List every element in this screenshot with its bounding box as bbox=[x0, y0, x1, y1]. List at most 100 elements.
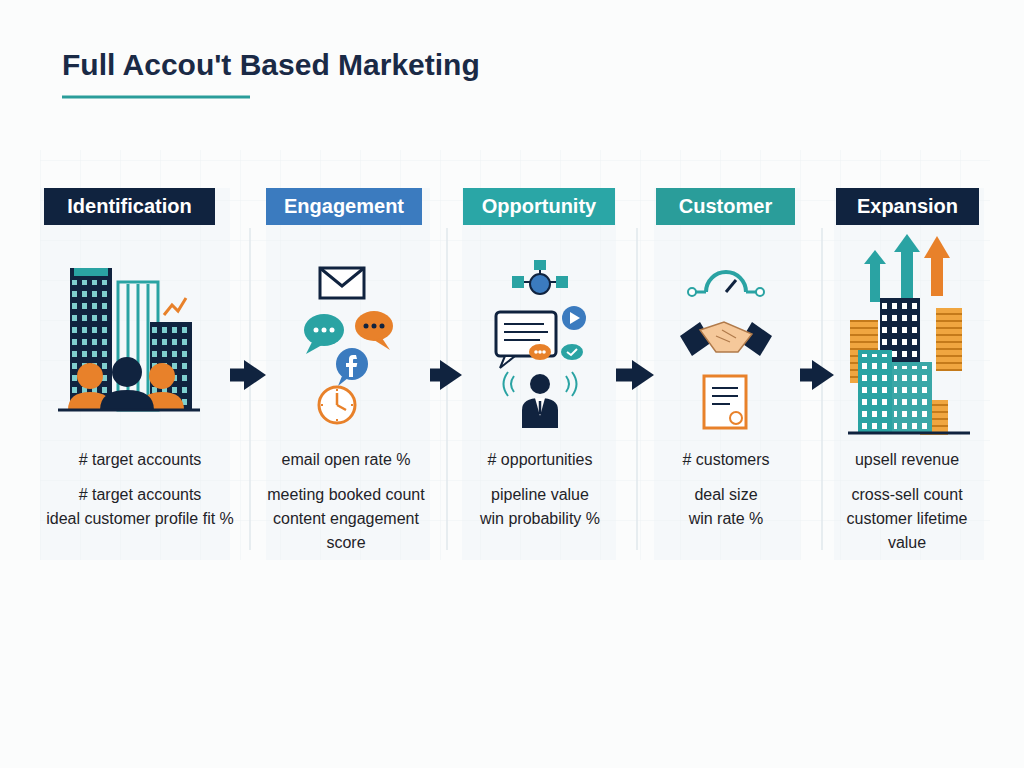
opportunity-icons-shape bbox=[534, 260, 546, 270]
engagement-icons-shape bbox=[372, 324, 377, 329]
engagement-icons-shape bbox=[346, 355, 357, 377]
stage-header: Customer bbox=[656, 188, 795, 225]
opportunity-icons-shape bbox=[522, 398, 558, 428]
stage-label: Opportunity bbox=[482, 195, 596, 218]
opportunity-icons-shape bbox=[504, 324, 548, 340]
customer-icons-shape bbox=[694, 291, 758, 294]
flow-arrow bbox=[616, 369, 634, 382]
stage-header: Opportunity bbox=[463, 188, 615, 225]
engagement-icons-shape bbox=[319, 387, 355, 423]
metric-text: pipeline value bbox=[450, 483, 630, 507]
customer-icons-shape bbox=[706, 272, 746, 292]
engagement-icons-shape bbox=[337, 393, 346, 410]
buildings-people-icon-shape bbox=[77, 363, 103, 389]
engagement-icons-shape bbox=[304, 314, 344, 346]
expansion-icons-shape bbox=[924, 236, 950, 258]
opportunity-icons-shape bbox=[530, 274, 550, 294]
opportunity-icons-shape bbox=[539, 401, 542, 414]
customer-icons-shape bbox=[756, 288, 764, 296]
title-underline bbox=[62, 97, 250, 98]
expansion-icons-shape bbox=[880, 298, 920, 378]
opportunity-icons-shape bbox=[518, 281, 562, 283]
engagement-icons-shape bbox=[306, 342, 322, 354]
opportunity-icons-shape bbox=[539, 270, 541, 282]
buildings-people-icon-shape bbox=[68, 392, 112, 410]
flow-arrow bbox=[800, 369, 814, 382]
buildings-people-icon-shape bbox=[152, 326, 190, 410]
opportunity-icons-shape bbox=[530, 374, 550, 394]
stage-column: email open rate %meeting booked countcon… bbox=[266, 188, 430, 560]
customer-icons-shape bbox=[740, 322, 772, 356]
engagement-icons-shape bbox=[330, 328, 335, 333]
metric-text: win rate % bbox=[651, 507, 801, 531]
customer-icons-shape bbox=[704, 376, 746, 428]
metric-text: email open rate % bbox=[261, 448, 431, 472]
stage-label: Identification bbox=[67, 195, 191, 218]
engagement-icons-shape bbox=[364, 324, 369, 329]
buildings-people-icon-shape bbox=[112, 357, 142, 387]
stage-column: # target accounts# target accountsideal … bbox=[40, 188, 230, 560]
expansion-icons-shape bbox=[892, 362, 932, 432]
metric-text: deal size bbox=[651, 483, 801, 507]
opportunity-icons-shape bbox=[561, 344, 583, 360]
buildings-people-icon bbox=[58, 268, 200, 410]
metric-text: win probability % bbox=[450, 507, 630, 531]
opportunity-icons-shape bbox=[535, 398, 545, 416]
expansion-icons-shape bbox=[848, 432, 970, 435]
stage-column: upsell revenuecross-sell countcustomer l… bbox=[834, 188, 984, 560]
customer-icons-shape bbox=[726, 280, 736, 292]
engagement-icons-shape bbox=[336, 348, 368, 380]
expansion-icons-shape bbox=[931, 256, 943, 296]
customer-icons-shape bbox=[680, 322, 712, 356]
opportunity-icons-shape bbox=[542, 350, 546, 354]
metric-text: meeting booked count bbox=[261, 483, 431, 507]
engagement-icons-shape bbox=[355, 311, 393, 341]
expansion-icons-shape bbox=[870, 262, 880, 302]
metric-text: # customers bbox=[651, 448, 801, 472]
engagement-icons bbox=[304, 268, 393, 423]
expansion-icons-shape bbox=[858, 350, 892, 432]
opportunity-icons-shape bbox=[562, 306, 586, 330]
stage-column: # customers deal sizewin rate % Customer bbox=[654, 188, 800, 560]
customer-icons-shape bbox=[712, 388, 738, 404]
buildings-people-icon-shape bbox=[150, 322, 192, 410]
expansion-icons-shape bbox=[882, 302, 918, 378]
stage-header: Expansion bbox=[836, 188, 979, 225]
opportunity-icons bbox=[496, 260, 586, 428]
customer-icons-shape bbox=[716, 330, 736, 342]
stage-header: Engagement bbox=[266, 188, 422, 225]
opportunity-icons-shape bbox=[504, 372, 577, 396]
buildings-people-icon-shape bbox=[70, 268, 112, 410]
title-underline-shape bbox=[62, 96, 250, 99]
metric-text: # target accounts bbox=[30, 448, 250, 472]
opportunity-icons-shape bbox=[529, 344, 551, 360]
opportunity-icons-shape bbox=[567, 349, 577, 355]
expansion-icons-shape bbox=[894, 366, 930, 432]
flow-arrow bbox=[230, 369, 246, 382]
stage-column: # opportunitiespipeline valuewin probabi… bbox=[462, 188, 616, 560]
opportunity-icons-shape bbox=[538, 350, 542, 354]
metric-text: upsell revenue bbox=[837, 448, 977, 472]
diagram-title: Full Accou't Based Marketing bbox=[62, 48, 480, 82]
expansion-icons-shape bbox=[894, 234, 920, 252]
flow-arrow bbox=[430, 369, 442, 382]
customer-icons-shape bbox=[730, 412, 742, 424]
connector-layer bbox=[230, 375, 814, 376]
expansion-icons-shape bbox=[901, 250, 913, 300]
customer-icons bbox=[680, 272, 772, 428]
stage-label: Customer bbox=[679, 195, 772, 218]
engagement-icons-shape bbox=[320, 268, 364, 286]
engagement-icons-shape bbox=[380, 324, 385, 329]
metric-text: customer lifetime value bbox=[837, 507, 977, 555]
buildings-people-icon-shape bbox=[58, 409, 200, 412]
engagement-icons-shape bbox=[314, 328, 319, 333]
buildings-people-icon-shape bbox=[164, 298, 186, 315]
opportunity-icons-shape bbox=[534, 350, 538, 354]
expansion-icons-shape bbox=[920, 400, 948, 435]
customer-icons-shape bbox=[688, 288, 696, 296]
opportunity-icons-shape bbox=[556, 276, 568, 288]
buildings-people-icon-shape bbox=[149, 363, 175, 389]
metric-text: # opportunities bbox=[450, 448, 630, 472]
customer-icons-shape bbox=[700, 322, 752, 352]
